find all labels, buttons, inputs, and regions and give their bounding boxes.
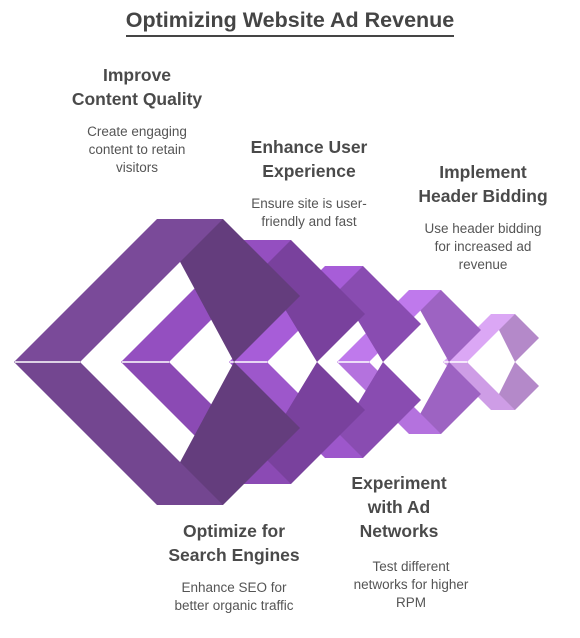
step-improve-content-quality: Improve Content Quality Create engaging …: [37, 63, 237, 177]
step-heading-line: Search Engines: [168, 545, 300, 565]
step-experiment-with-ad-networks: Experiment with Ad Networks: [318, 471, 480, 543]
chevron-content-quality-lower-front: [14, 362, 223, 505]
step-heading-line: with Ad: [367, 497, 431, 517]
step-description-line: Enhance SEO for: [181, 580, 287, 595]
step-description-line: RPM: [396, 595, 426, 610]
step-description-line: Ensure site is user-: [251, 196, 367, 211]
chevron-user-experience-lower-back: [325, 362, 421, 458]
step-description: Enhance SEO for better organic traffic: [134, 579, 334, 615]
chevron-content-quality-upper-front: [14, 219, 223, 362]
step-description-line: visitors: [115, 160, 158, 175]
step-heading-line: Experience: [262, 161, 356, 181]
chevron-content-quality-lower-back: [157, 362, 300, 505]
step-heading-line: Experiment: [351, 473, 447, 493]
step-description-line: Create engaging: [87, 124, 187, 139]
chevron-content-quality-upper-back: [157, 219, 300, 362]
step-implement-header-bidding: Implement Header Bidding Use header bidd…: [397, 160, 569, 274]
step-heading: Enhance User Experience: [209, 135, 409, 183]
step-description-line: Use header bidding: [424, 221, 542, 236]
step-heading-line: Header Bidding: [418, 186, 548, 206]
step-heading: Experiment with Ad Networks: [318, 471, 480, 543]
step-description: Use header bidding for increased ad reve…: [397, 220, 569, 274]
step-description-line: friendly and fast: [261, 214, 357, 229]
step-description-line: for increased ad: [434, 239, 532, 254]
step-description: Create engaging content to retain visito…: [37, 123, 237, 177]
step-heading: Improve Content Quality: [37, 63, 237, 111]
step-heading-line: Networks: [359, 521, 439, 541]
step-description-line: revenue: [458, 257, 508, 272]
step-experiment-description: Test different networks for higher RPM: [326, 558, 496, 612]
step-heading-line: Optimize for: [182, 521, 286, 541]
chevron-user-experience-upper-back: [325, 266, 421, 362]
diagram-title: Optimizing Website Ad Revenue: [0, 8, 580, 37]
step-description-line: networks for higher: [353, 577, 469, 592]
step-heading: Implement Header Bidding: [397, 160, 569, 208]
step-heading-line: Implement: [439, 162, 527, 182]
step-optimize-for-search-engines: Optimize for Search Engines Enhance SEO …: [134, 519, 334, 615]
step-heading-line: Content Quality: [71, 89, 203, 109]
step-description-line: content to retain: [88, 142, 186, 157]
step-description: Test different networks for higher RPM: [326, 558, 496, 612]
step-heading-line: Improve: [102, 65, 172, 85]
chevron-ad-networks-lower-back: [409, 362, 481, 434]
step-description-line: Test different: [372, 559, 450, 574]
chevron-ad-networks-upper-back: [409, 290, 481, 362]
step-heading: Optimize for Search Engines: [134, 519, 334, 567]
step-enhance-user-experience: Enhance User Experience Ensure site is u…: [209, 135, 409, 231]
title-text: Optimizing Website Ad Revenue: [125, 8, 455, 37]
step-description: Ensure site is user- friendly and fast: [209, 195, 409, 231]
step-heading-line: Enhance User: [250, 137, 368, 157]
step-description-line: better organic traffic: [174, 598, 294, 613]
